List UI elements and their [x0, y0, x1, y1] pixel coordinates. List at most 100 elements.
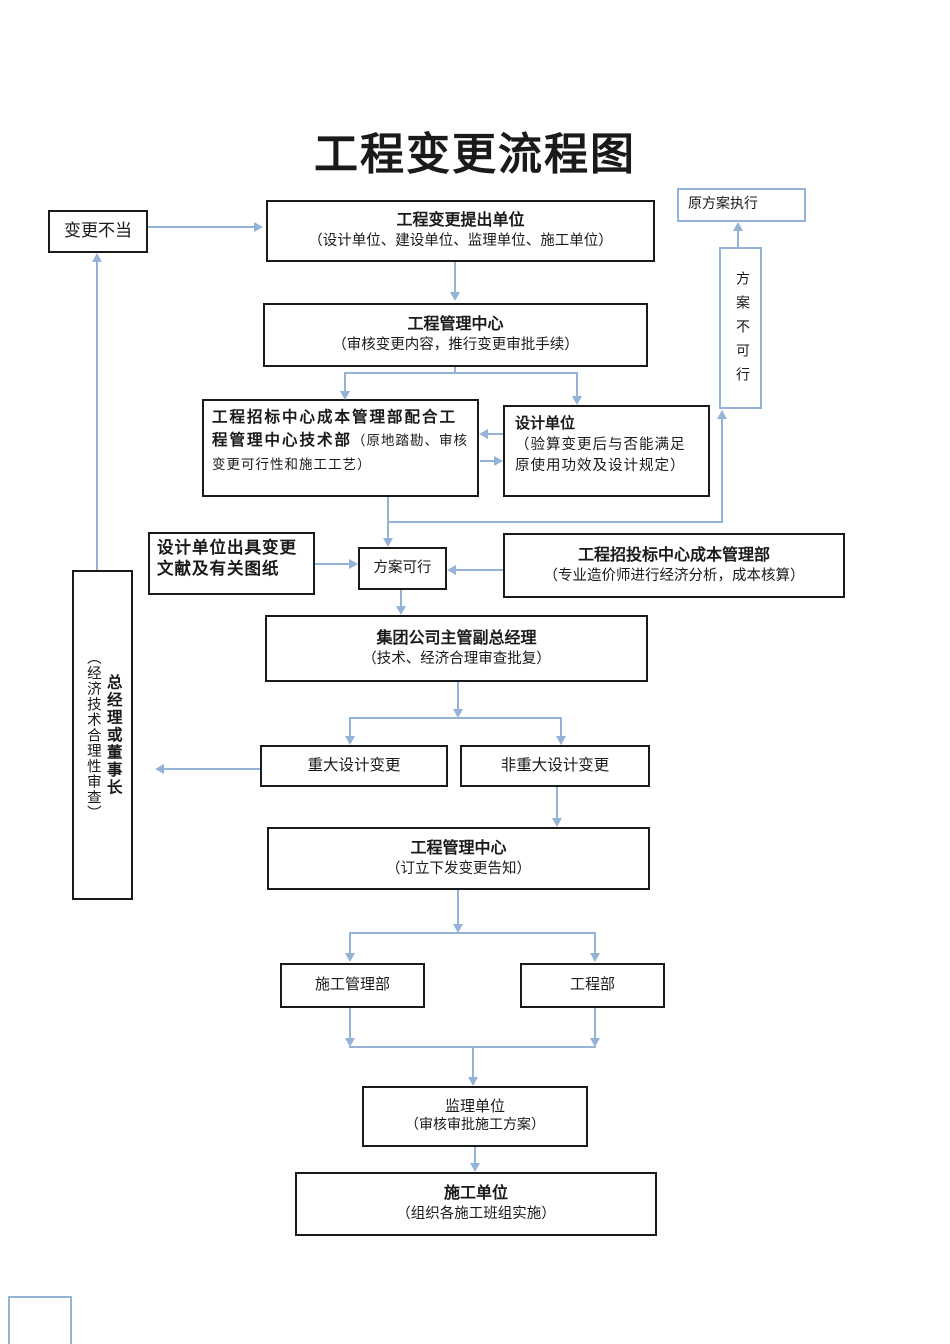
arrow-up [92, 253, 102, 262]
node-design-unit-check: 设计单位 （验算变更后与否能满足原使用功效及设计规定） [503, 405, 710, 497]
node-title: 集团公司主管副总经理 [376, 629, 537, 647]
node-title: 监理单位 [444, 1098, 505, 1115]
node-title: 施工单位 [443, 1185, 508, 1203]
node-design-docs: 设计单位出具变更文献及有关图纸 [148, 532, 315, 595]
connector-notice-right [594, 934, 596, 954]
node-plan-feasible: 方案可行 [358, 547, 447, 590]
connector-vp-bar [349, 717, 562, 719]
arrow-down [590, 953, 600, 962]
connector-vp-stub [457, 682, 459, 709]
node-mgmt-center-review: 工程管理中心 （审核变更内容，推行变更审批手续） [263, 303, 648, 367]
node-major-change: 重大设计变更 [260, 745, 448, 787]
connector-vp-right [560, 718, 562, 736]
node-label: 工程部 [569, 977, 615, 994]
arrow-down [450, 292, 460, 301]
connector-notice-stub [457, 890, 459, 925]
node-subtitle: （专业造价师进行经济分析，成本核算） [543, 567, 805, 584]
node-bidding-center-cost: 工程招投标中心成本管理部 （专业造价师进行经济分析，成本核算） [503, 533, 845, 598]
connector-to-infeasible-h [387, 521, 723, 523]
arrow-up [717, 410, 727, 419]
node-subtitle: （审核审批施工方案） [405, 1118, 545, 1134]
node-title: 设计单位 [515, 415, 576, 432]
connector-eng-down [594, 1008, 596, 1038]
node-label: 变更不当 [64, 221, 132, 241]
node-construction-unit: 施工单位 （组织各施工班组实施） [295, 1172, 657, 1236]
connector-sup-to-cu [474, 1147, 476, 1164]
node-original-plan-execute: 原方案执行 [677, 188, 806, 222]
connector-improper-to-proposer [148, 226, 255, 228]
connector-notice-left [349, 934, 351, 954]
arrow-right [349, 559, 358, 569]
arrow-down [345, 953, 355, 962]
node-change-improper: 变更不当 [48, 210, 148, 253]
connector-proposer-to-mgmt [454, 262, 456, 293]
page-title: 工程变更流程图 [314, 130, 636, 179]
node-label: 原方案执行 [688, 196, 758, 212]
node-label: 非重大设计变更 [500, 756, 610, 774]
connector-minor-to-notice [556, 787, 558, 819]
connector-notice-bar [349, 932, 596, 934]
connector-cost-to-feasible [455, 569, 503, 571]
node-title: 工程招投标中心成本管理部 [577, 546, 770, 564]
arrow-down [396, 606, 406, 615]
node-subtitle: （审核变更内容，推行变更审批手续） [332, 337, 579, 354]
node-subtitle: （验算变更后与否能满足原使用功效及设计规定） [515, 436, 686, 475]
node-title: 工程管理中心 [410, 839, 507, 857]
connector-gm-to-improper [96, 261, 98, 570]
connector-cmd-down [349, 1008, 351, 1038]
arrow-up [733, 222, 743, 231]
arrow-left [447, 565, 456, 575]
connector-major-to-gm [164, 768, 260, 770]
connector-merge-bar [349, 1046, 596, 1048]
arrow-down [556, 736, 566, 745]
connector-vp-left [349, 718, 351, 736]
node-group-vp: 集团公司主管副总经理 （技术、经济合理审查批复） [265, 615, 648, 682]
arrow-down [453, 709, 463, 718]
node-subtitle: （设计单位、建设单位、监理单位、施工单位） [308, 233, 613, 250]
node-label: 重大设计变更 [307, 756, 401, 774]
arrow-down [468, 1077, 478, 1086]
connector-split-right [576, 372, 578, 397]
node-plan-infeasible: 方案不可行 [719, 247, 762, 409]
node-subtitle: （技术、经济合理审查批复） [362, 650, 551, 667]
connector-merge-down [472, 1048, 474, 1078]
node-label: 设计单位出具变更文献及有关图纸 [157, 539, 297, 578]
connector-dept-to-feasible [387, 497, 389, 539]
node-title: 工程管理中心 [407, 316, 504, 334]
connector-dept-to-design [480, 460, 495, 462]
arrow-down [470, 1163, 480, 1172]
node-change-proposer: 工程变更提出单位 （设计单位、建设单位、监理单位、施工单位） [266, 200, 655, 262]
connector-split-bar [344, 372, 578, 374]
arrow-down [340, 391, 350, 400]
node-label: 方案可行 [373, 559, 432, 576]
arrow-down [552, 818, 562, 827]
arrow-right [494, 456, 503, 466]
empty-textbox [8, 1296, 72, 1344]
arrow-down [383, 538, 393, 547]
arrow-left [479, 429, 488, 439]
arrow-down [345, 736, 355, 745]
node-title: 总经理或董事长 [104, 673, 122, 797]
arrow-right [254, 222, 263, 232]
arrow-down [572, 396, 582, 405]
node-subtitle: （原地踏勘、审核变更可行性和施工工艺） [212, 433, 469, 472]
node-gm-chairman: 总经理或董事长 （经济技术合理性审查） [72, 570, 133, 900]
arrow-down [590, 1038, 600, 1047]
node-construction-mgmt-dept: 施工管理部 [280, 963, 425, 1008]
arrow-down [345, 1038, 355, 1047]
node-engineering-dept: 工程部 [520, 963, 665, 1008]
connector-split-stub [454, 367, 456, 374]
node-title: 工程变更提出单位 [396, 212, 525, 230]
node-subtitle: （经济技术合理性审查） [84, 649, 101, 821]
connector-infeasible-to-original [737, 230, 739, 247]
connector-feasible-to-vp [400, 590, 402, 607]
connector-design-to-dept [488, 433, 503, 435]
node-bidding-cost-dept: 工程招标中心成本管理部配合工程管理中心技术部（原地踏勘、审核变更可行性和施工工艺… [202, 399, 479, 497]
node-minor-change: 非重大设计变更 [460, 745, 650, 787]
connector-split-left [344, 372, 346, 392]
node-subtitle: （订立下发变更告知） [386, 860, 531, 877]
node-supervision-unit: 监理单位 （审核审批施工方案） [362, 1086, 588, 1147]
node-subtitle: （组织各施工班组实施） [396, 1206, 556, 1223]
node-label: 方案不可行 [733, 271, 749, 391]
